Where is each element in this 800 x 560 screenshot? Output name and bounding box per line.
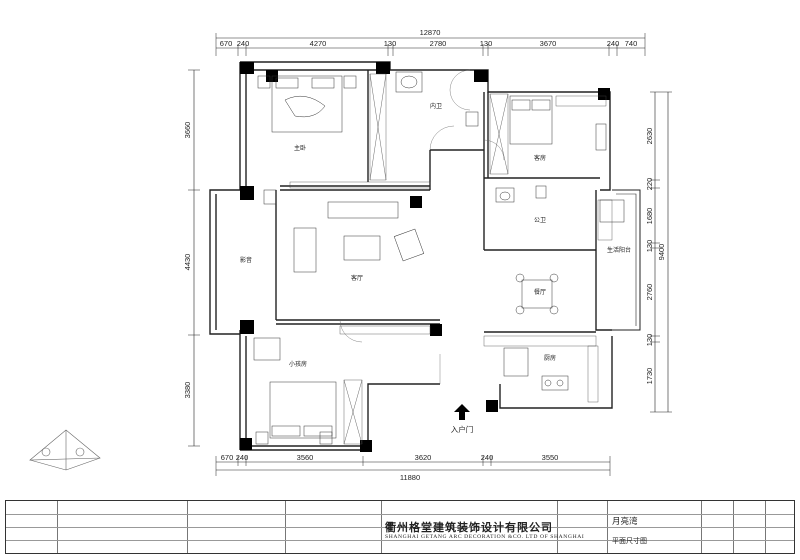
- second-bed: [509, 95, 607, 151]
- label-kitchen: 厨房: [544, 354, 556, 362]
- dim-top-8: 240: [607, 39, 620, 48]
- dim-top-3: 4270: [310, 39, 327, 48]
- dim-top-7: 3670: [540, 39, 557, 48]
- dim-right-5: 2760: [645, 284, 654, 301]
- dim-bottom-total: 11880: [400, 473, 420, 482]
- project-name: 月亮湾: [612, 517, 638, 527]
- walls: [209, 61, 641, 451]
- dim-bottom-4: 3620: [415, 453, 432, 462]
- title-block: [5, 500, 795, 554]
- label-dining: 餐厅: [534, 288, 546, 296]
- label-public-bath: 公卫: [534, 217, 546, 224]
- columns: [240, 62, 610, 452]
- dim-left-2: 4430: [183, 254, 192, 271]
- label-balcony: 生活阳台: [607, 246, 631, 254]
- entrance-arrow-icon: [454, 404, 470, 420]
- bath-fixtures: [395, 71, 625, 391]
- drawing-name: 平面尺寸图: [612, 537, 647, 545]
- dim-right-1: 2630: [645, 128, 654, 145]
- dining-table: [515, 273, 559, 315]
- dim-top-2: 240: [237, 39, 250, 48]
- kids-bed: [253, 337, 337, 445]
- company-name-en: SHANGHAI GETANG ARC DECORATION &CO. LTD …: [385, 534, 585, 540]
- floor-plan: 12870 670 240 4270 130 2780 130 3670 240…: [29, 28, 672, 482]
- living-sofa: [263, 189, 425, 273]
- dim-left-1: 3660: [183, 122, 192, 139]
- dim-bottom-1: 670: [221, 453, 234, 462]
- dim-right-4: 130: [645, 240, 654, 253]
- dim-bottom-2: 240: [236, 453, 249, 462]
- company-name-cn: 衢州格堂建筑装饰设计有限公司: [385, 521, 553, 534]
- dim-right-2: 220: [645, 178, 654, 191]
- label-living-room: 客厅: [351, 274, 363, 282]
- label-entrance: 入户门: [451, 424, 474, 434]
- dim-top-6: 130: [480, 39, 493, 48]
- label-second-bedroom: 客房: [534, 154, 546, 162]
- dim-top-5: 2780: [430, 39, 447, 48]
- dim-bottom-5: 240: [481, 453, 494, 462]
- door-swings: [339, 69, 505, 384]
- dim-right-6: 130: [645, 334, 654, 347]
- dim-top-total: 12870: [420, 28, 441, 37]
- master-bed: [257, 75, 357, 133]
- label-master-bedroom: 主卧: [294, 144, 306, 152]
- label-inner-bath: 内卫: [430, 102, 442, 110]
- dim-bottom-6: 3550: [542, 453, 559, 462]
- dim-left-3: 3380: [183, 382, 192, 399]
- logo-triangle-icon: [29, 429, 101, 471]
- dim-right-7: 1730: [645, 368, 654, 385]
- dim-top-9: 740: [625, 39, 638, 48]
- label-study: 影音: [240, 256, 252, 264]
- dim-right-total: 9400: [657, 244, 666, 261]
- dim-top-1: 670: [220, 39, 233, 48]
- cabinets: [289, 73, 613, 445]
- dim-right-3: 1680: [645, 208, 654, 225]
- label-kids-room: 小孩房: [289, 360, 307, 368]
- dim-top-4: 130: [384, 39, 397, 48]
- dim-bottom-3: 3560: [297, 453, 314, 462]
